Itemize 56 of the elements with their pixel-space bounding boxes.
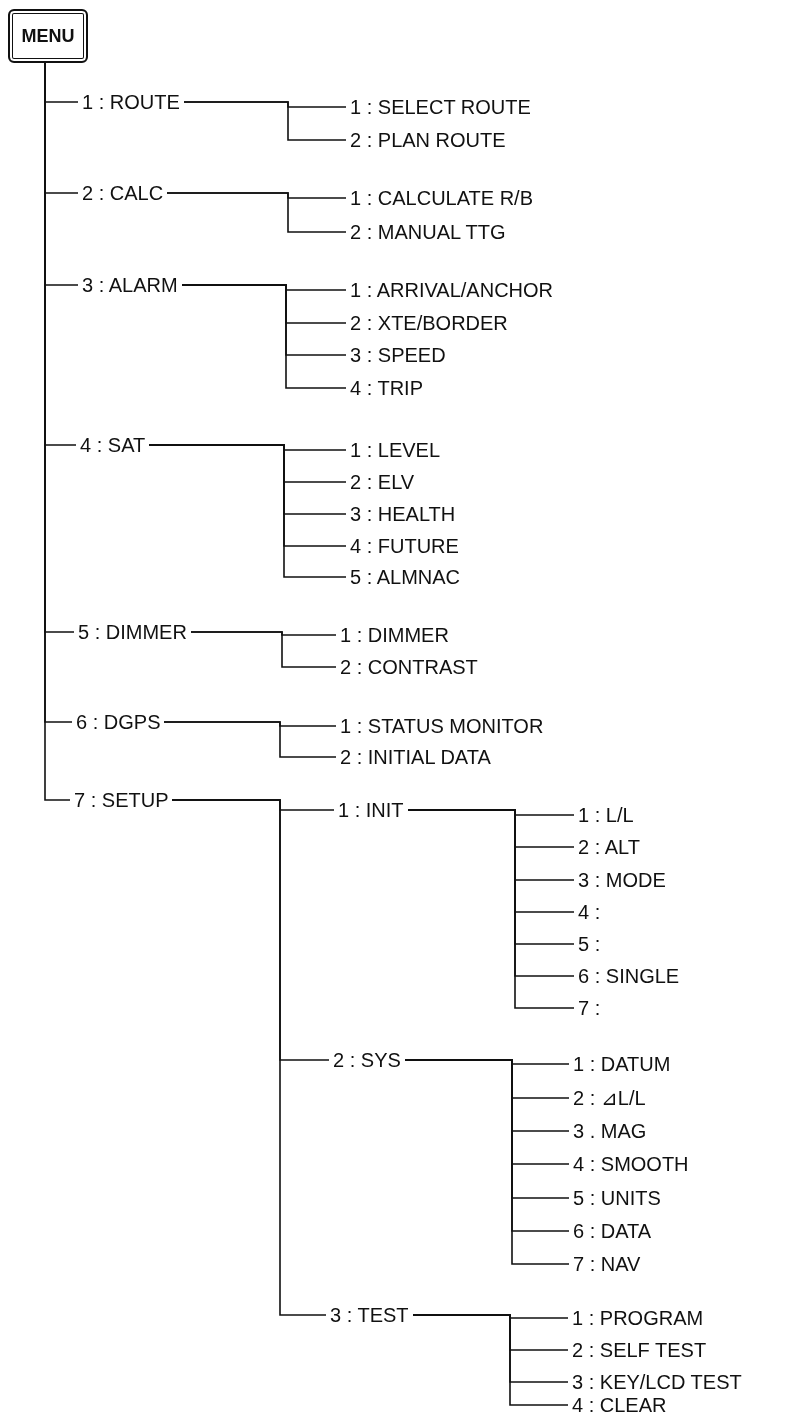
tree-connector	[190, 631, 337, 668]
tree-connector	[166, 192, 347, 233]
menu-item: 7 : SETUP	[74, 788, 169, 812]
menu-item: 1 : INIT	[338, 798, 404, 822]
tree-connector	[404, 1059, 570, 1265]
menu-item: 4 : SAT	[80, 433, 146, 457]
menu-item: 1 : PROGRAM	[572, 1306, 704, 1330]
menu-item: 2 : CONTRAST	[340, 655, 478, 679]
menu-item: 6 : SINGLE	[578, 964, 680, 988]
menu-key: MENU	[8, 9, 88, 63]
menu-item: 2 : SELF TEST	[572, 1338, 707, 1362]
menu-item: 5 :	[578, 932, 601, 956]
menu-item: 4 : TRIP	[350, 376, 423, 400]
menu-item: 3 : HEALTH	[350, 502, 456, 526]
tree-connector	[412, 1314, 569, 1406]
menu-item: 4 :	[578, 900, 601, 924]
menu-item: 2 : SYS	[333, 1048, 401, 1072]
menu-item: 3 : SPEED	[350, 343, 446, 367]
menu-item: 6 : DATA	[573, 1219, 652, 1243]
menu-item: 1 : ARRIVAL/ANCHOR	[350, 278, 554, 302]
menu-item: 2 : ALT	[578, 835, 640, 859]
tree-connector	[148, 444, 347, 578]
tree-connector	[163, 721, 337, 758]
menu-item: 2 : PLAN ROUTE	[350, 128, 506, 152]
menu-item: 4 : CLEAR	[572, 1393, 667, 1417]
menu-item: 1 : SELECT ROUTE	[350, 95, 531, 119]
menu-item: 1 : LEVEL	[350, 438, 441, 462]
menu-item: 7 : NAV	[573, 1252, 641, 1276]
menu-item: 3 : ALARM	[82, 273, 178, 297]
menu-item: 1 : DATUM	[573, 1052, 671, 1076]
menu-item: 4 : FUTURE	[350, 534, 459, 558]
menu-item: 2 : ⊿L/L	[573, 1086, 646, 1110]
menu-item: 7 :	[578, 996, 601, 1020]
menu-item: 1 : DIMMER	[340, 623, 449, 647]
tree-connector	[171, 799, 327, 1316]
menu-item: 2 : CALC	[82, 181, 164, 205]
tree-connector	[183, 101, 347, 141]
menu-item: 2 : XTE/BORDER	[350, 311, 508, 335]
menu-item: 1 : L/L	[578, 803, 634, 827]
menu-item: 6 : DGPS	[76, 710, 161, 734]
menu-item: 3 : KEY/LCD TEST	[572, 1370, 742, 1394]
menu-item: 1 : ROUTE	[82, 90, 180, 114]
menu-item: 1 : STATUS MONITOR	[340, 714, 544, 738]
tree-connector	[407, 809, 575, 1009]
menu-item: 5 : ALMNAC	[350, 565, 461, 589]
menu-item: 3 : MODE	[578, 868, 666, 892]
menu-item: 2 : INITIAL DATA	[340, 745, 491, 769]
menu-item: 3 : TEST	[330, 1303, 409, 1327]
menu-item: 2 : ELV	[350, 470, 415, 494]
menu-item: 3 . MAG	[573, 1119, 647, 1143]
menu-item: 5 : UNITS	[573, 1186, 661, 1210]
menu-item: 1 : CALCULATE R/B	[350, 186, 534, 210]
tree-connector	[181, 284, 347, 389]
menu-item: 2 : MANUAL TTG	[350, 220, 506, 244]
menu-item: 4 : SMOOTH	[573, 1152, 689, 1176]
menu-item: 5 : DIMMER	[78, 620, 187, 644]
